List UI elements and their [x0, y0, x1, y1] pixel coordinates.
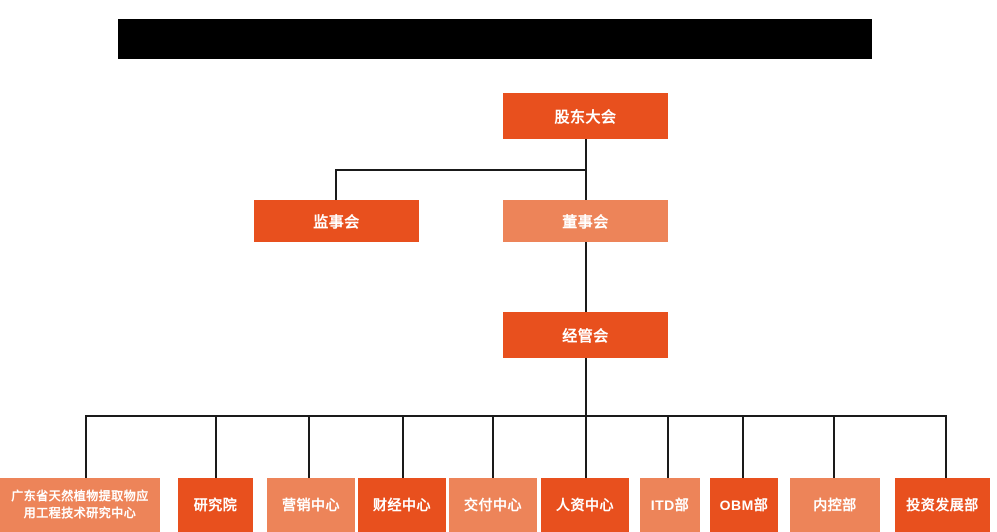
node-management-committee-label: 经管会 [562, 327, 609, 345]
node-delivery-center-label: 交付中心 [464, 497, 522, 513]
node-board-of-supervisors[interactable]: 监事会 [254, 200, 419, 242]
drop-line-finance-center [402, 415, 404, 478]
node-marketing-center[interactable]: 营销中心 [267, 478, 355, 532]
title-banner-text [118, 19, 872, 59]
drop-line-guangdong-research-center [85, 415, 87, 478]
node-board-of-directors-label: 董事会 [562, 213, 609, 231]
drop-line-investment-development-department [945, 415, 947, 478]
node-hr-center-label: 人资中心 [556, 497, 614, 513]
connector-shareholders-down [585, 139, 587, 171]
drop-line-hr-center [585, 415, 587, 478]
node-management-committee[interactable]: 经管会 [503, 312, 668, 358]
node-investment-development-department[interactable]: 投资发展部 [895, 478, 990, 532]
node-obm-department-label: OBM部 [719, 497, 769, 513]
connector-supervisors-down [335, 169, 337, 200]
drop-line-internal-control-department [833, 415, 835, 478]
node-board-of-directors[interactable]: 董事会 [503, 200, 668, 242]
connector-directors-down [585, 169, 587, 200]
node-research-institute-label: 研究院 [193, 497, 238, 513]
node-board-of-supervisors-label: 监事会 [313, 213, 360, 231]
drop-line-itd-department [667, 415, 669, 478]
node-guangdong-research-center-label-line1: 广东省天然植物提取物应 [11, 489, 149, 503]
node-guangdong-research-center-label-line2: 用工程技术研究中心 [23, 506, 137, 520]
node-delivery-center[interactable]: 交付中心 [449, 478, 537, 532]
drop-line-delivery-center [492, 415, 494, 478]
drop-line-research-institute [215, 415, 217, 478]
node-marketing-center-label: 营销中心 [282, 497, 340, 513]
node-finance-center[interactable]: 财经中心 [358, 478, 446, 532]
node-investment-development-department-label: 投资发展部 [906, 497, 979, 513]
node-internal-control-department-label: 内控部 [813, 497, 857, 513]
node-research-institute[interactable]: 研究院 [178, 478, 253, 532]
drop-line-obm-department [742, 415, 744, 478]
node-hr-center[interactable]: 人资中心 [541, 478, 629, 532]
drop-line-marketing-center [308, 415, 310, 478]
node-itd-department-label: ITD部 [650, 497, 690, 513]
node-finance-center-label: 财经中心 [373, 497, 431, 513]
node-shareholders-meeting-label: 股东大会 [554, 108, 617, 126]
node-obm-department[interactable]: OBM部 [710, 478, 778, 532]
node-internal-control-department[interactable]: 内控部 [790, 478, 880, 532]
node-guangdong-research-center[interactable]: 广东省天然植物提取物应 用工程技术研究中心 [0, 478, 160, 532]
title-banner [118, 19, 872, 59]
connector-directors-to-management [585, 242, 587, 312]
connector-level4-bus [85, 415, 946, 417]
node-itd-department[interactable]: ITD部 [640, 478, 700, 532]
connector-level2-horizontal [335, 169, 587, 171]
node-shareholders-meeting[interactable]: 股东大会 [503, 93, 668, 139]
connector-management-down [585, 358, 587, 416]
